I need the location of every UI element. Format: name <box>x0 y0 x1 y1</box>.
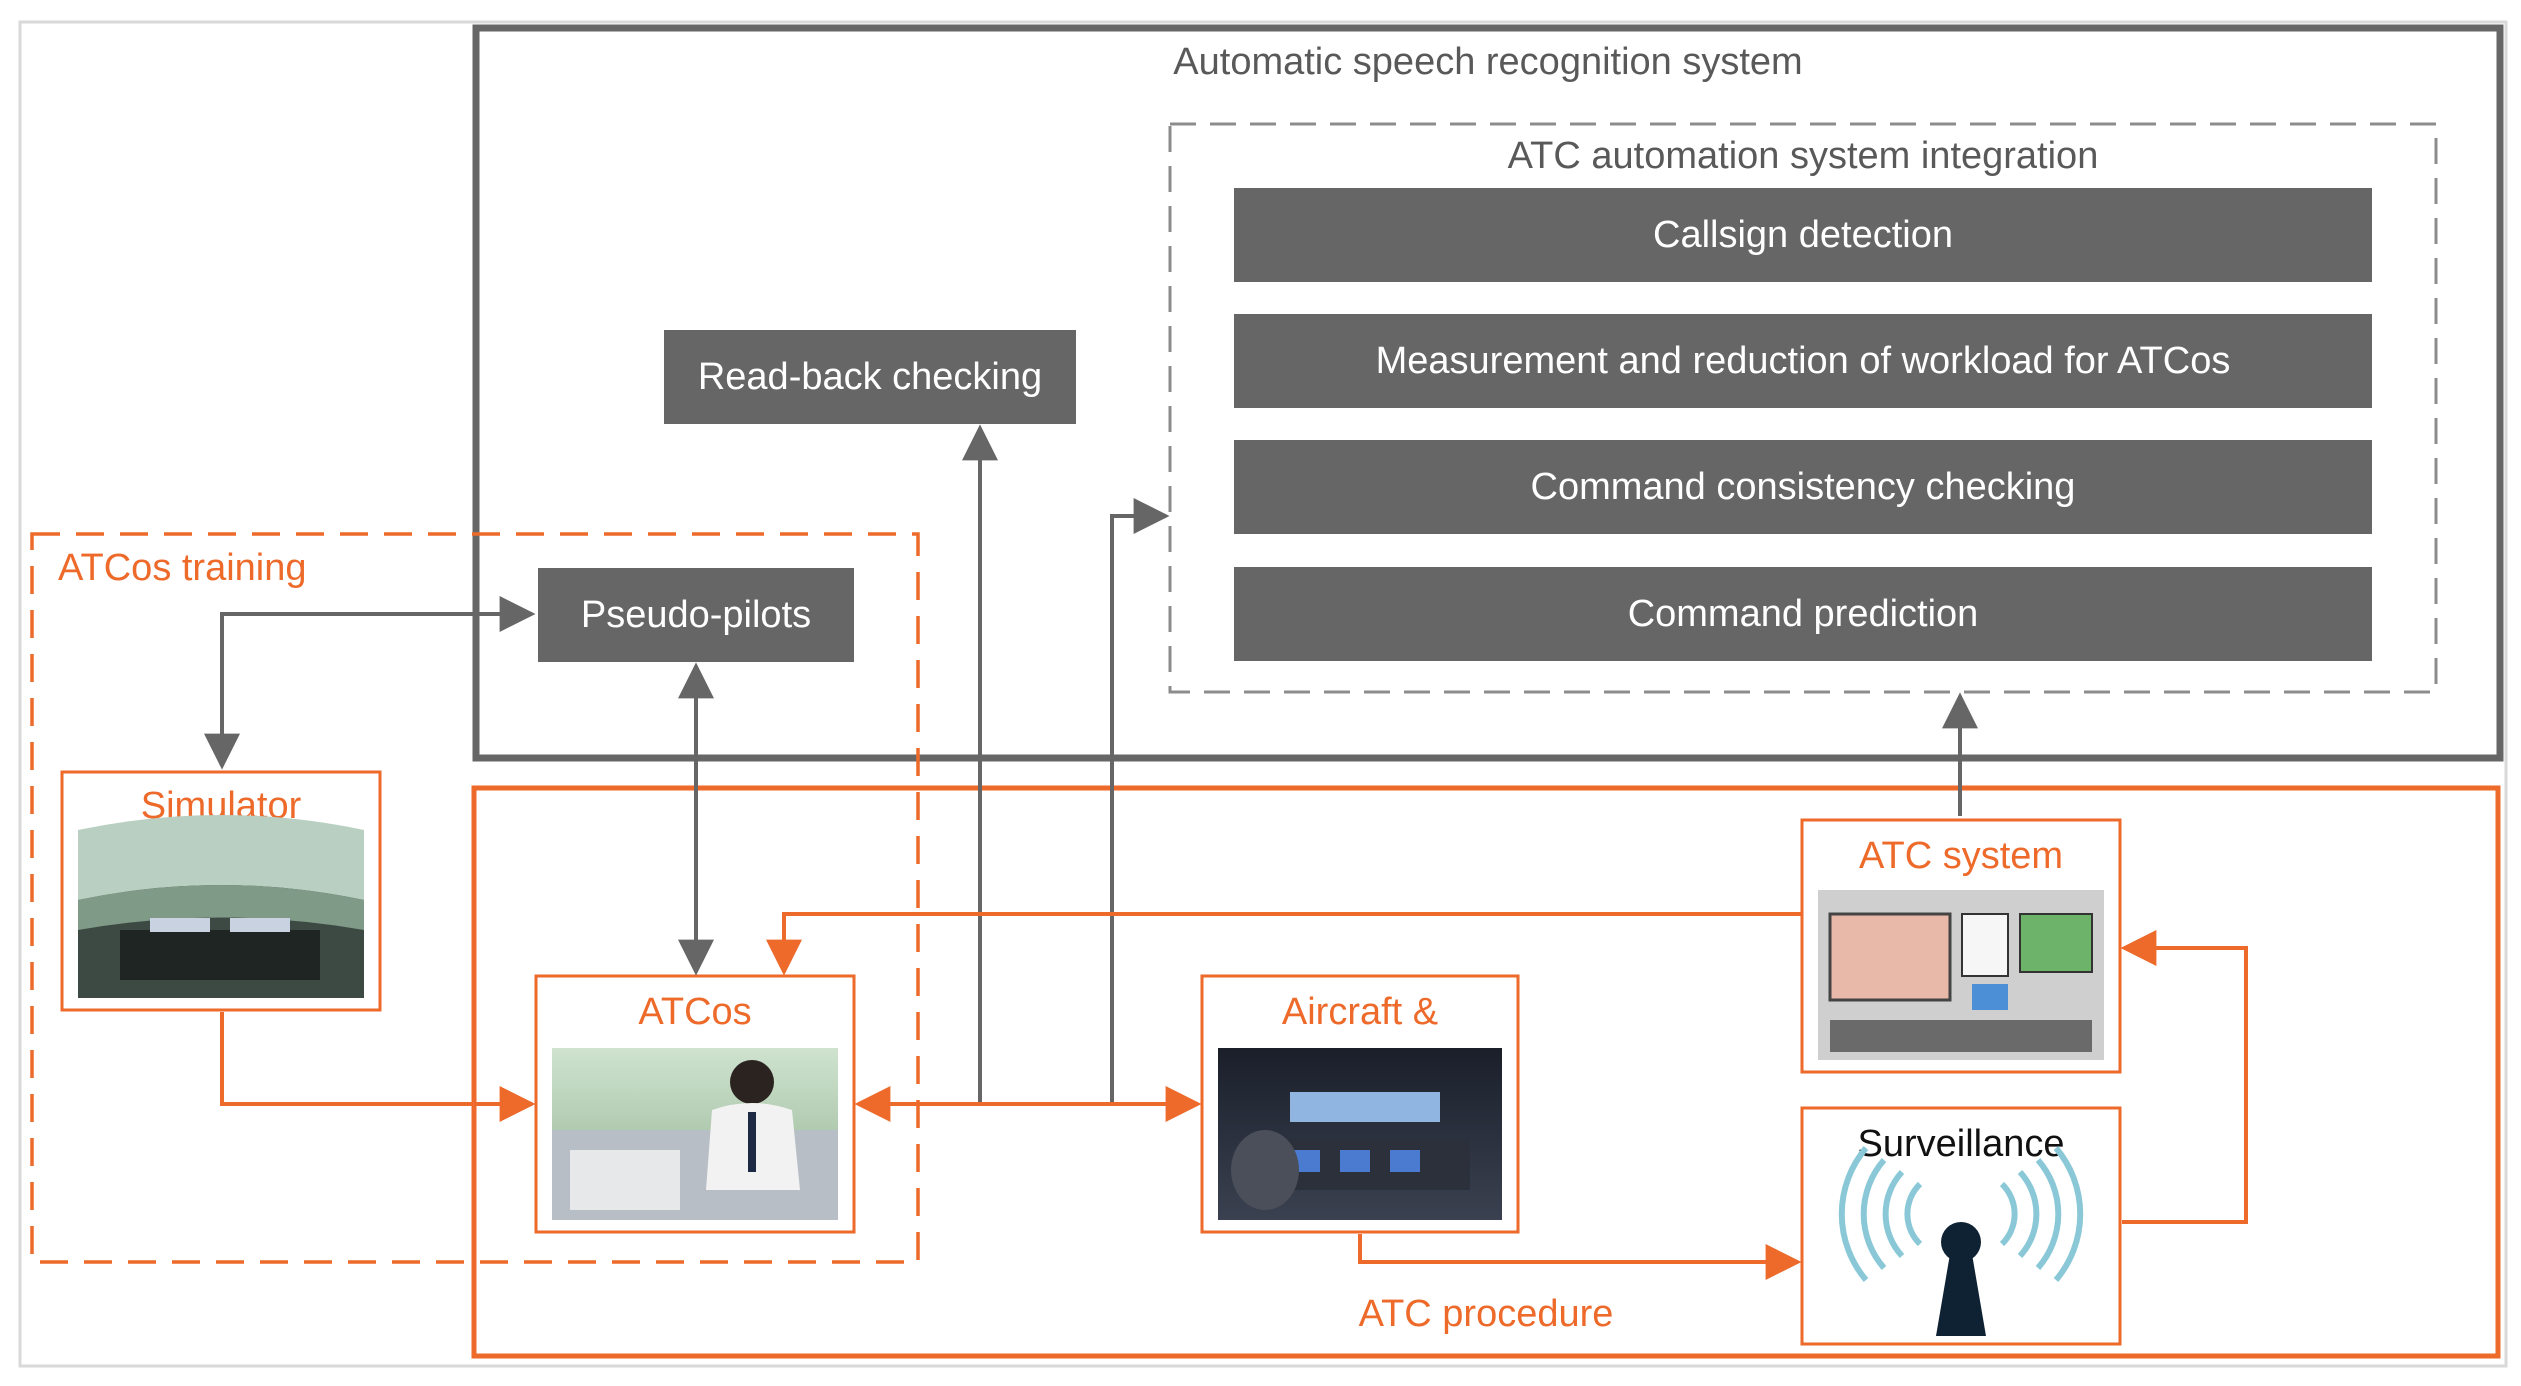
integration-title: ATC automation system integration <box>1508 135 2099 177</box>
surveillance-label: Surveillance <box>1858 1123 2065 1165</box>
readback-checking-label: Read-back checking <box>698 356 1042 398</box>
cockpit-photo <box>1218 1048 1502 1220</box>
procedure-box <box>471 785 2501 1359</box>
orange-connectors <box>220 912 2248 1280</box>
asr-system-box <box>472 24 2504 762</box>
module-consistency-label: Command consistency checking <box>1531 466 2076 508</box>
module-workload-label: Measurement and reduction of workload fo… <box>1376 340 2231 382</box>
outer-frame <box>18 20 2508 1368</box>
training-box <box>30 532 920 1264</box>
module-callsign-detection-label: Callsign detection <box>1653 214 1953 256</box>
gray-connectors <box>204 424 1978 1104</box>
asr-system-title: Automatic speech recognition system <box>1173 41 1802 83</box>
atcos-label: ATCos <box>638 991 751 1033</box>
module-workload <box>1234 314 2372 408</box>
atc-system-photo <box>1818 890 2104 1060</box>
pseudo-pilots-box <box>538 568 854 662</box>
pseudo-pilots-label: Pseudo-pilots <box>581 594 811 636</box>
module-prediction-label: Command prediction <box>1628 593 1979 635</box>
module-callsign-detection <box>1234 188 2372 282</box>
procedure-title: ATC procedure <box>1359 1293 1614 1335</box>
training-title: ATCos training <box>58 547 307 589</box>
atcos-photo <box>552 1048 838 1220</box>
atc-system-label: ATC system <box>1859 835 2063 877</box>
module-consistency <box>1234 440 2372 534</box>
integration-box <box>1168 122 2438 694</box>
simulator-photo <box>78 815 364 998</box>
module-prediction <box>1234 567 2372 661</box>
readback-checking-box <box>664 330 1076 424</box>
aircraft-label: Aircraft & <box>1282 991 1438 1033</box>
antenna-icon <box>1838 1146 2084 1336</box>
